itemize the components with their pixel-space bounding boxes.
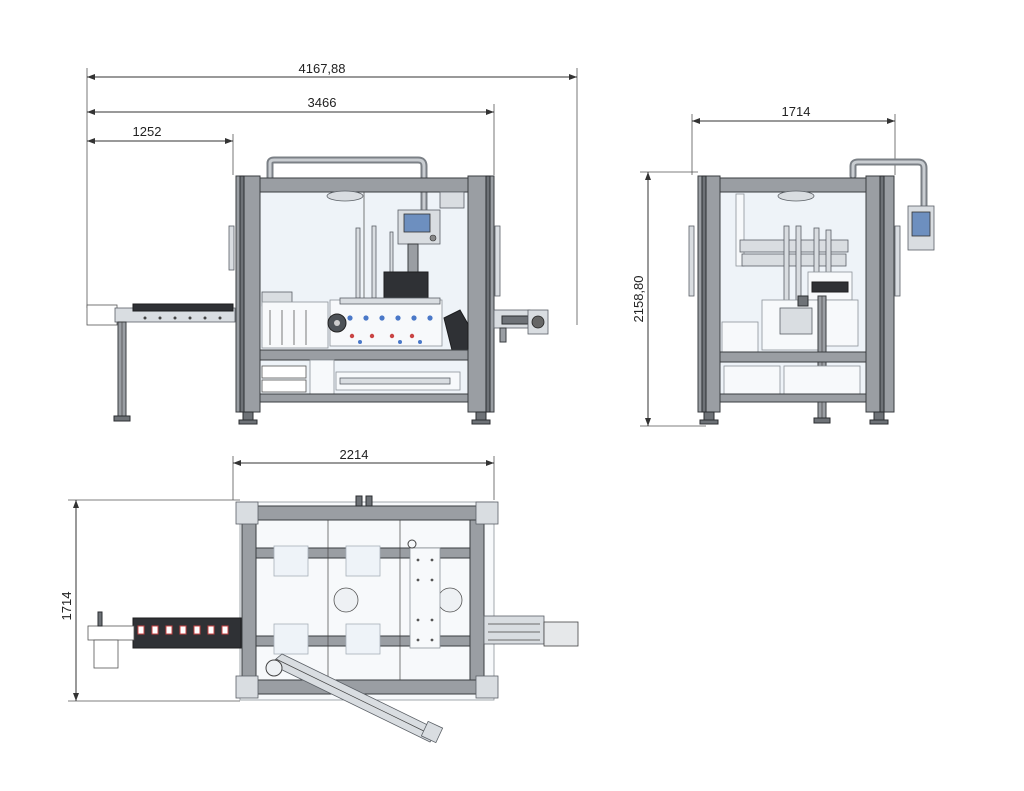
front-view: [86, 156, 549, 425]
outfeed-motor: [493, 309, 549, 343]
infeed-conveyor: [86, 303, 236, 422]
top-rail-upper: [239, 505, 495, 521]
diagonal-pipe-arm: [265, 653, 444, 744]
side-view: [688, 158, 935, 425]
dimension-side-width: [691, 114, 896, 175]
dimension-label-side-width: 1714: [782, 104, 811, 119]
dimension-top-length: [232, 456, 495, 500]
dimension-label-side-height: 2158,80: [631, 276, 646, 323]
outfeed-top: [483, 615, 579, 647]
top-view: [87, 495, 579, 744]
top-rail-lower: [239, 679, 495, 695]
side-left-post: [697, 175, 721, 413]
dimension-side-height: [640, 171, 706, 427]
infeed-conveyor-top: [87, 611, 242, 669]
dimension-label-top-length: 2214: [340, 447, 369, 462]
hmi-panel: [397, 209, 441, 273]
dimension-label-conveyor: 1252: [133, 124, 162, 139]
dimension-conveyor: [87, 134, 234, 175]
dimension-label-overall: 4167,88: [299, 61, 346, 76]
dimension-top-depth: [68, 499, 240, 702]
dimension-label-top-depth: 1714: [59, 592, 74, 621]
dimension-label-machine: 3466: [308, 95, 337, 110]
dimension-machine-with-conveyor: [87, 104, 495, 175]
dimension-overall-length: [86, 68, 578, 325]
